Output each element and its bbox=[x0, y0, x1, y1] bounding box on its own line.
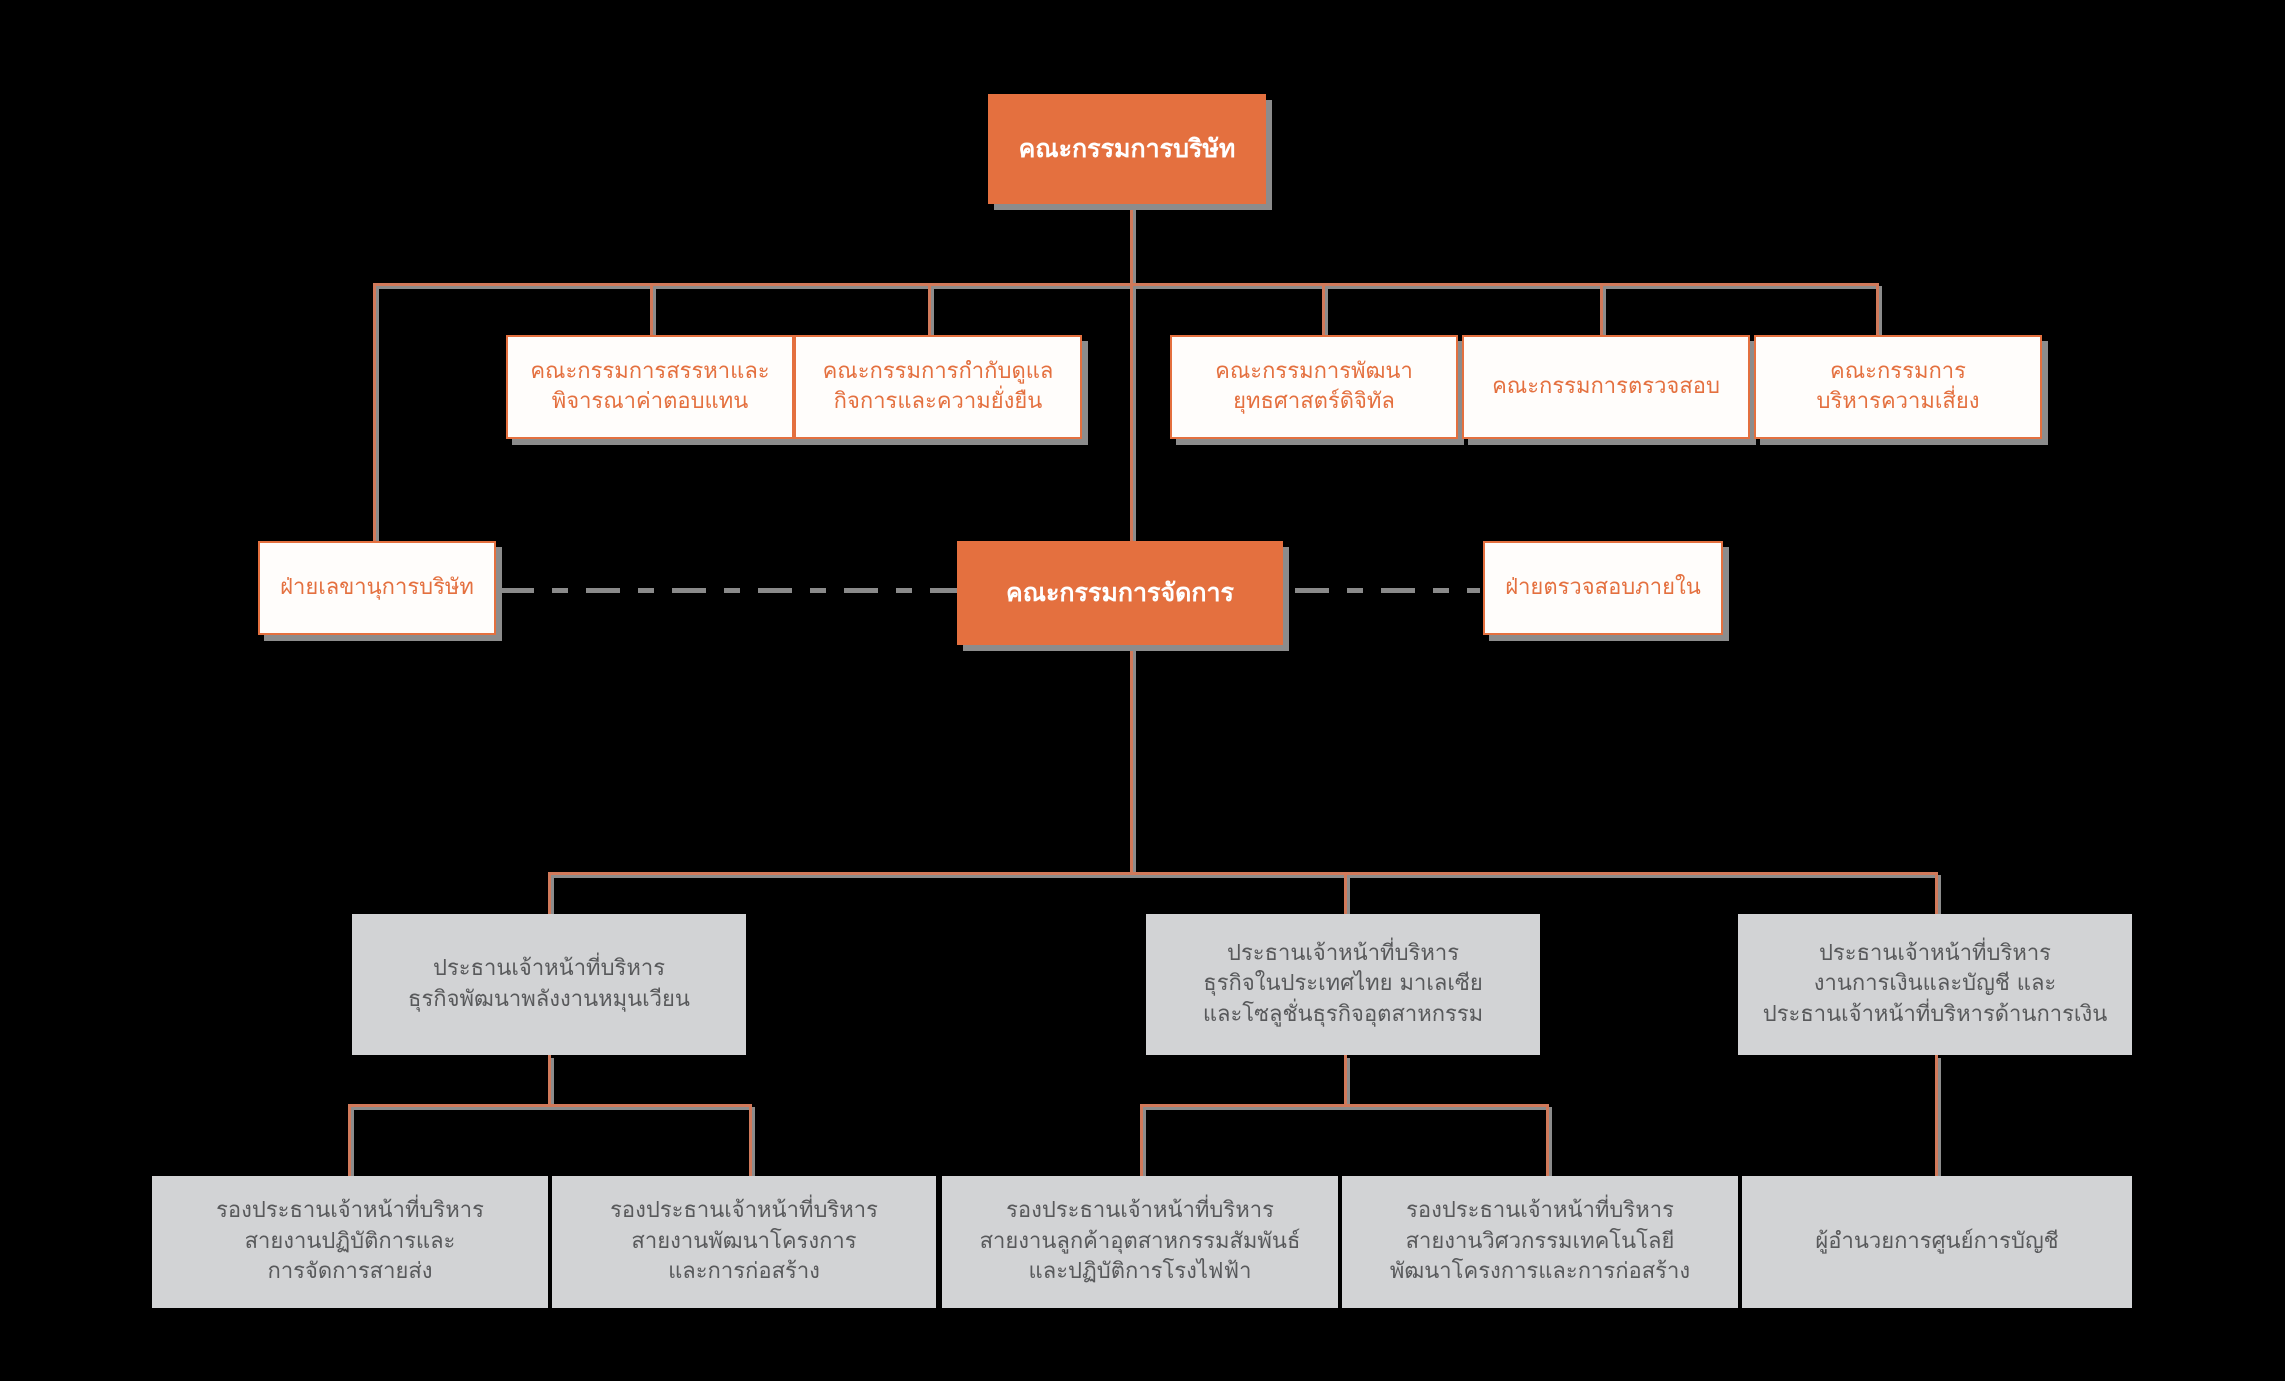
node-cg-sustainability-committee[interactable]: คณะกรรมการกำกับดูแล กิจการและความยั่งยืน bbox=[794, 335, 1082, 439]
connector-bus-to-ceo-thailand bbox=[1344, 872, 1347, 914]
connector-ceo-renewable-down bbox=[548, 1055, 551, 1104]
node-risk-management-committee[interactable]: คณะกรรมการ บริหารความเสี่ยง bbox=[1754, 335, 2042, 439]
connector-level4-bus bbox=[548, 872, 1938, 875]
node-board-of-directors[interactable]: คณะกรรมการบริษัท bbox=[988, 94, 1266, 204]
connector-bus-to-svp-operations bbox=[348, 1104, 351, 1176]
connector-bus-to-svp-engineering bbox=[1546, 1104, 1549, 1176]
connector-level2-bus bbox=[373, 283, 1878, 286]
node-internal-audit[interactable]: ฝ่ายตรวจสอบภายใน bbox=[1483, 541, 1723, 635]
connector-board-to-bus bbox=[1130, 202, 1133, 284]
connector-bus-to-risk bbox=[1876, 283, 1879, 337]
connector-bus-to-management-committee bbox=[1130, 283, 1133, 541]
node-director-accounting-center[interactable]: ผู้อำนวยการศูนย์การบัญชี bbox=[1742, 1176, 2132, 1308]
node-nomination-remuneration-committee[interactable]: คณะกรรมการสรรหาและ พิจารณาค่าตอบแทน bbox=[506, 335, 794, 439]
connector-bus-to-ceo-finance bbox=[1935, 872, 1938, 914]
node-management-committee[interactable]: คณะกรรมการจัดการ bbox=[957, 541, 1283, 645]
node-company-secretary[interactable]: ฝ่ายเลขานุการบริษัท bbox=[258, 541, 496, 635]
node-svp-operations-grid[interactable]: รองประธานเจ้าหน้าที่บริหาร สายงานปฏิบัติ… bbox=[152, 1176, 548, 1308]
connector-bus-to-nomination bbox=[650, 283, 653, 337]
connector-level5-bus-mid bbox=[1140, 1104, 1549, 1107]
node-ceo-finance-accounting[interactable]: ประธานเจ้าหน้าที่บริหาร งานการเงินและบัญ… bbox=[1738, 914, 2132, 1055]
node-svp-project-development-construction[interactable]: รองประธานเจ้าหน้าที่บริหาร สายงานพัฒนาโค… bbox=[552, 1176, 936, 1308]
connector-bus-to-svp-project bbox=[749, 1104, 752, 1176]
node-svp-industrial-customer-plant-operations[interactable]: รองประธานเจ้าหน้าที่บริหาร สายงานลูกค้าอ… bbox=[942, 1176, 1338, 1308]
node-audit-committee[interactable]: คณะกรรมการตรวจสอบ bbox=[1462, 335, 1750, 439]
connector-level5-bus-left bbox=[348, 1104, 752, 1107]
connector-bus-to-digital bbox=[1322, 283, 1325, 337]
connector-bus-to-cg bbox=[928, 283, 931, 337]
connector-bus-to-company-secretary bbox=[373, 283, 376, 541]
connector-bus-to-audit bbox=[1600, 283, 1603, 337]
node-svp-engineering-technology[interactable]: รองประธานเจ้าหน้าที่บริหาร สายงานวิศวกรร… bbox=[1342, 1176, 1738, 1308]
connector-secretary-dashed bbox=[500, 588, 960, 593]
connector-bus-to-ceo-renewable bbox=[548, 872, 551, 914]
connector-internal-audit-dashed bbox=[1295, 588, 1480, 593]
connector-ceo-thailand-down bbox=[1344, 1055, 1347, 1104]
connector-management-to-level4 bbox=[1130, 645, 1133, 872]
node-digital-strategy-committee[interactable]: คณะกรรมการพัฒนา ยุทธศาสตร์ดิจิทัล bbox=[1170, 335, 1458, 439]
node-ceo-renewable-business[interactable]: ประธานเจ้าหน้าที่บริหาร ธุรกิจพัฒนาพลังง… bbox=[352, 914, 746, 1055]
connector-bus-to-svp-industrial bbox=[1140, 1104, 1143, 1176]
connector-ceo-finance-to-accounting bbox=[1935, 1055, 1938, 1176]
node-ceo-thailand-malaysia-industrial[interactable]: ประธานเจ้าหน้าที่บริหาร ธุรกิจในประเทศไท… bbox=[1146, 914, 1540, 1055]
